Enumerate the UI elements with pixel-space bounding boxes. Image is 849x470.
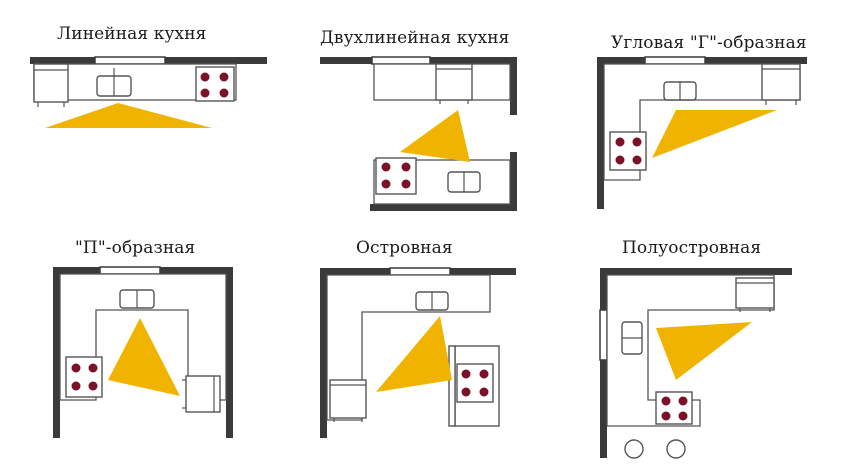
burner-shape bbox=[381, 162, 391, 172]
wall bbox=[370, 204, 517, 211]
counter bbox=[326, 274, 491, 421]
sink-icon bbox=[621, 321, 643, 355]
appl-shape bbox=[375, 157, 417, 195]
window bbox=[644, 56, 706, 65]
layout-title-u-shape: "П"-образная bbox=[75, 238, 196, 258]
appl-shape bbox=[655, 391, 693, 425]
stove-icon bbox=[195, 66, 235, 102]
burner-shape bbox=[461, 369, 471, 379]
wall bbox=[510, 152, 517, 211]
fridge-icon bbox=[435, 63, 473, 104]
appl-shape bbox=[448, 345, 456, 427]
counter bbox=[59, 273, 227, 401]
plan-island bbox=[320, 267, 516, 438]
work-triangle bbox=[400, 110, 470, 162]
burner-shape bbox=[71, 363, 81, 373]
appl-shape bbox=[185, 375, 221, 413]
bar-stool-icon bbox=[624, 439, 686, 459]
sink-icon bbox=[663, 81, 697, 101]
burner-shape bbox=[678, 396, 688, 406]
stove-icon bbox=[609, 131, 647, 171]
plan-linear bbox=[30, 56, 267, 128]
fridge-icon bbox=[329, 379, 367, 422]
burner-shape bbox=[661, 396, 671, 406]
work-triangle bbox=[45, 103, 212, 128]
window bbox=[371, 56, 431, 65]
wall bbox=[600, 268, 792, 275]
stove-icon bbox=[65, 356, 103, 398]
wall bbox=[226, 267, 233, 438]
plan-u-shape bbox=[53, 266, 233, 438]
appl-shape bbox=[761, 63, 801, 101]
appl-shape bbox=[329, 379, 367, 419]
burner-shape bbox=[661, 411, 671, 421]
plan-corner-l bbox=[597, 56, 807, 209]
wall bbox=[600, 268, 607, 458]
appl-shape bbox=[624, 439, 644, 459]
layout-title-corner-l: Угловая "Г"-образная bbox=[611, 33, 807, 53]
burner-shape bbox=[479, 387, 489, 397]
burner-shape bbox=[632, 155, 642, 165]
stove-icon bbox=[655, 391, 693, 425]
burner-shape bbox=[200, 72, 210, 82]
layout-title-two-line: Двухлинейная кухня bbox=[320, 28, 510, 48]
stove-icon bbox=[375, 157, 417, 195]
appl-shape bbox=[195, 66, 235, 102]
appl-shape bbox=[456, 363, 494, 403]
burner-shape bbox=[381, 179, 391, 189]
window bbox=[99, 266, 161, 275]
stove-icon bbox=[456, 363, 494, 403]
burner-shape bbox=[200, 88, 210, 98]
fridge-icon bbox=[761, 63, 801, 105]
burner-shape bbox=[678, 411, 688, 421]
work-triangle bbox=[108, 318, 180, 396]
sink-icon bbox=[119, 289, 155, 309]
appl-shape bbox=[435, 63, 473, 101]
burner-shape bbox=[88, 363, 98, 373]
wall bbox=[320, 268, 327, 438]
layout-title-linear: Линейная кухня bbox=[57, 24, 207, 44]
burner-shape bbox=[88, 381, 98, 391]
burner-shape bbox=[632, 137, 642, 147]
burner-shape bbox=[401, 179, 411, 189]
burner-shape bbox=[615, 137, 625, 147]
sink-icon bbox=[96, 68, 132, 97]
layout-title-peninsula: Полуостровная bbox=[622, 238, 762, 258]
fridge-icon bbox=[33, 63, 69, 107]
burner-shape bbox=[219, 72, 229, 82]
wall bbox=[510, 57, 517, 115]
appl-shape bbox=[65, 356, 103, 398]
burner-shape bbox=[219, 88, 229, 98]
fridge-icon bbox=[182, 375, 221, 413]
layout-title-island: Островная bbox=[356, 238, 453, 258]
wall bbox=[597, 57, 604, 209]
wall bbox=[53, 267, 60, 438]
fridge-icon bbox=[735, 277, 775, 312]
burner-shape bbox=[461, 387, 471, 397]
sink-icon bbox=[415, 291, 449, 311]
appl-shape bbox=[666, 439, 686, 459]
sink-icon bbox=[447, 171, 481, 193]
plan-two-line bbox=[320, 56, 517, 211]
window bbox=[94, 56, 166, 65]
window bbox=[599, 309, 608, 361]
plan-peninsula bbox=[599, 268, 792, 459]
work-triangle bbox=[376, 316, 452, 392]
window bbox=[389, 267, 451, 276]
appl-shape bbox=[609, 131, 647, 171]
burner-shape bbox=[479, 369, 489, 379]
burner-shape bbox=[71, 381, 81, 391]
work-triangle bbox=[652, 110, 777, 158]
work-triangle bbox=[656, 322, 752, 380]
burner-shape bbox=[615, 155, 625, 165]
burner-shape bbox=[401, 162, 411, 172]
